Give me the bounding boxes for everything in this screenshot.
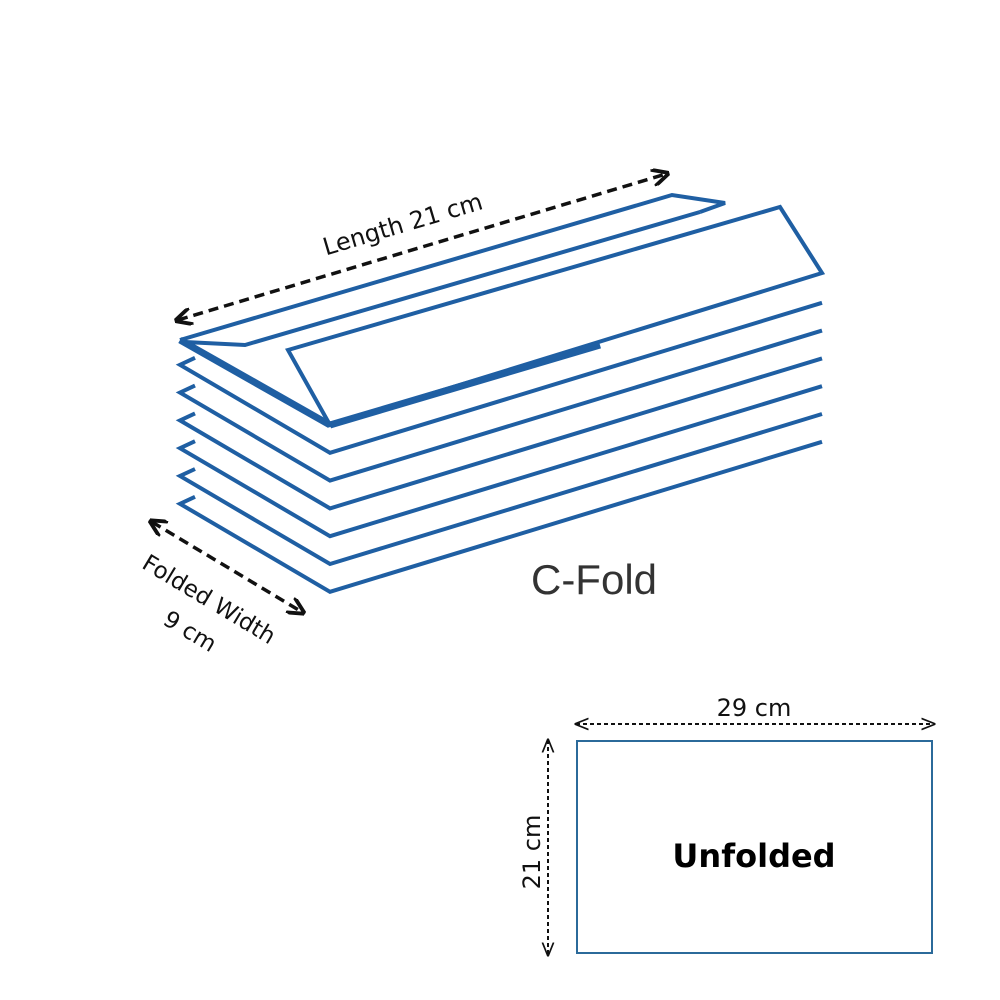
- folded-sheet: [175, 439, 823, 594]
- unfolded-width-label: 29 cm: [717, 694, 792, 722]
- length-label: Length 21 cm: [320, 187, 486, 261]
- unfolded-label: Unfolded: [672, 837, 835, 875]
- unfolded-height-label: 21 cm: [518, 815, 546, 890]
- folded-sheet: [175, 300, 823, 455]
- unfolded-sheet: [576, 740, 933, 954]
- length-dimension-arrow: [178, 174, 666, 320]
- top-folded-sheet: [178, 192, 826, 429]
- folded-width-dimension-arrow: [152, 522, 302, 612]
- fold-type-label: C-Fold: [531, 556, 657, 603]
- folded-sheet: [175, 356, 823, 511]
- folded-sheet: [175, 384, 823, 539]
- folded-sheet: [175, 328, 823, 483]
